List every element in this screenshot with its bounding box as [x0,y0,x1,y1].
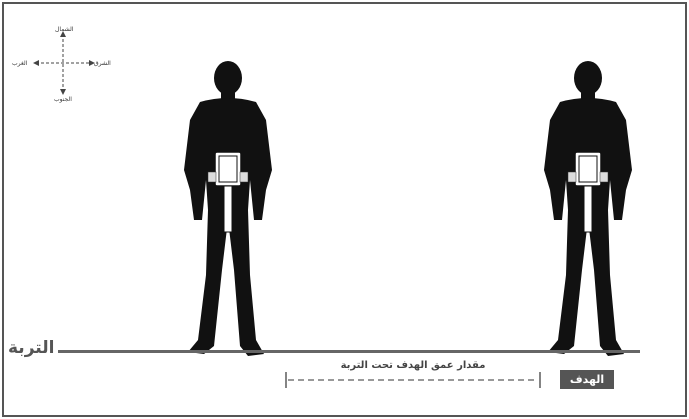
compass-rose: الشمال الجنوب الشرق الغرب [20,20,120,110]
target-label-badge: الهدف [560,370,614,389]
depth-dashed-line-icon [285,360,541,390]
soil-label: التربة [8,338,54,358]
compass-west-label: الغرب [12,60,27,67]
depth-measurement: مقدار عمق الهدف تحت التربة [285,360,541,390]
operator-silhouette-left [178,60,278,360]
compass-east-label: الشرق [94,60,111,67]
compass-south-label: الجنوب [54,96,72,103]
ground-line [58,350,640,353]
compass-north-label: الشمال [55,26,74,33]
operator-silhouette-right [538,60,638,360]
